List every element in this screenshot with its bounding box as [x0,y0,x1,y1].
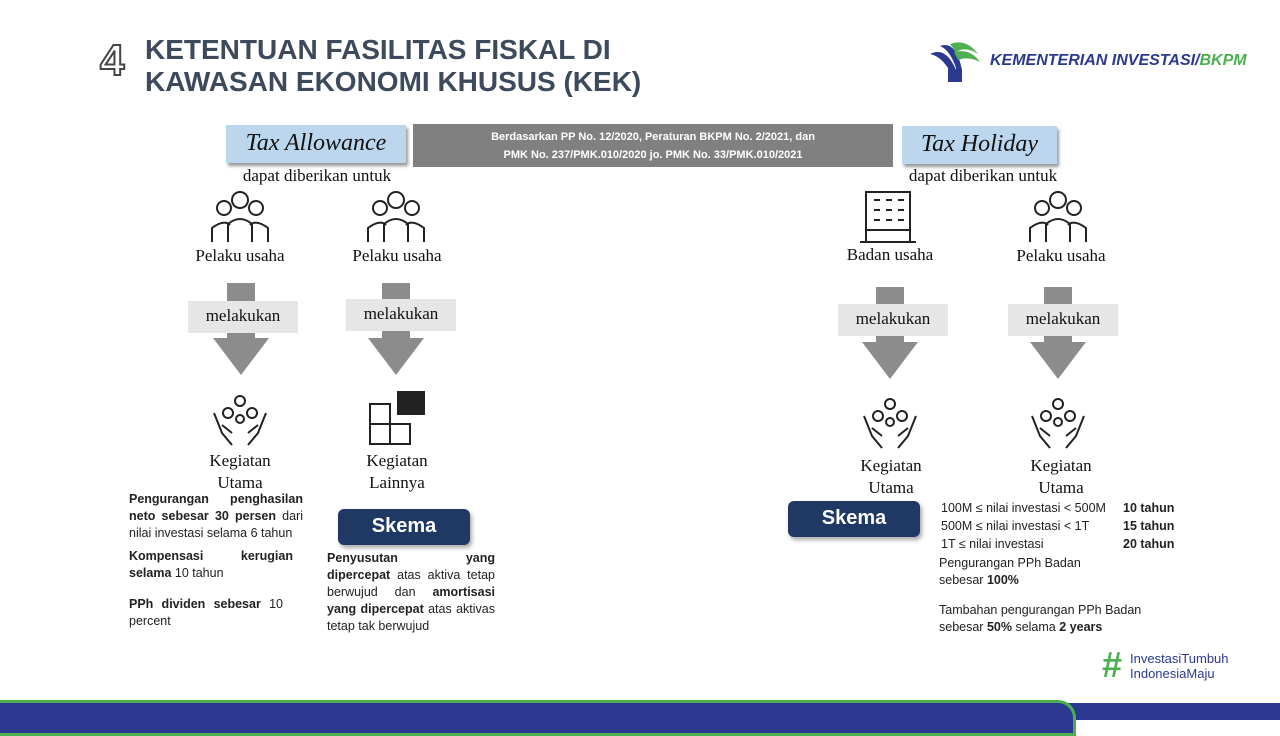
benefit-text: 10 percent [129,597,283,628]
tier-range: 100M ≤ nilai investasi < 500M [941,501,1106,515]
tier-range: 1T ≤ nilai investasi [941,537,1044,551]
other-activity-benefit: Penyusutan yang dipercepat atas aktiva t… [327,550,495,635]
benefit-bold: Pengurangan penghasilan neto sebesar 30 … [129,492,303,523]
tier-row: 100M ≤ nilai investasi < 500M 10 tahun [941,499,1174,517]
tax-holiday-tag: Tax Holiday [902,126,1057,164]
actor-label: Pelaku usaha [352,246,442,265]
activity-label: Kegiatan Utama [209,451,271,492]
puzzle-icon [369,391,425,445]
tier-row: 500M ≤ nilai investasi < 1T 15 tahun [941,517,1174,535]
action-label: melakukan [346,299,456,331]
actor-label: Pelaku usaha [195,246,285,265]
title-line-2: KAWASAN EKONOMI KHUSUS (KEK) [145,66,642,97]
actor-label: Badan usaha [846,245,934,264]
tier-row: 1T ≤ nilai investasi 20 tahun [941,535,1174,553]
investment-tiers: 100M ≤ nilai investasi < 500M 10 tahun 50… [941,499,1174,553]
activity-label: Kegiatan Lainnya [366,451,428,492]
actor-label: Pelaku usaha [1016,246,1106,265]
activity-label: Kegiatan Utama [860,456,922,497]
benefit-text: atas aktiva tetap berwujud dan [327,568,495,599]
additional-reduction-text: Tambahan pengurangan PPh Badan sebesar 5… [939,602,1159,636]
logo-main: KEMENTERIAN INVESTASI/ [990,52,1200,69]
hashtag-line-1: InvestasiTumbuh [1130,651,1229,666]
legal-basis: Berdasarkan PP No. 12/2020, Peraturan BK… [413,124,893,167]
tax-holiday-subtitle: dapat diberikan untuk [908,166,1058,185]
ministry-logo-text: KEMENTERIAN INVESTASI/BKPM [990,52,1247,70]
additional-mid: selama [1011,620,1060,634]
people-icon [367,191,425,242]
hashtag-icon: # [1102,644,1123,685]
benefit-bold: PPh dividen sebesar [129,597,261,611]
activity-hands-icon [213,395,267,446]
additional-label: Tambahan pengurangan PPh Badan sebesar [939,603,1142,634]
tier-range: 500M ≤ nilai investasi < 1T [941,519,1090,533]
people-icon [1029,191,1087,242]
basis-line-2: PMK No. 237/PMK.010/2020 jo. PMK No. 33/… [503,149,803,161]
reduction-value: 100% [986,573,1019,587]
basis-line-1: Berdasarkan PP No. 12/2020, Peraturan BK… [491,131,815,143]
people-icon [211,191,269,242]
tax-allowance-subtitle: dapat diberikan untuk [242,166,392,185]
additional-percent: 50% [986,620,1012,634]
benefit-loss-compensation: Kompensasi kerugian selama 10 tahun [129,548,293,582]
hashtag-line-2: IndonesiaMaju [1130,666,1215,681]
reduction-text: Pengurangan PPh Badan sebesar 100% [939,555,1089,589]
activity-label: Kegiatan Utama [1030,456,1092,497]
tier-period: 15 tahun [1123,519,1175,533]
tier-period: 10 tahun [1123,501,1175,515]
benefit-bold: Penyusutan yang dipercepat [327,551,495,582]
benefit-bold: Kompensasi kerugian selama [129,549,293,580]
slide-number: 4 [99,35,126,86]
reduction-label: Pengurangan PPh Badan sebesar [939,556,1081,587]
skema-button[interactable]: Skema [788,501,920,537]
benefit-text: 10 tahun [171,566,224,580]
benefit-dividend: PPh dividen sebesar 10 percent [129,596,283,630]
tier-period: 20 tahun [1123,537,1175,551]
ministry-logo-icon [930,42,980,82]
skema-button[interactable]: Skema [338,509,470,545]
benefit-text: atas aktivas tetap tak berwujud [327,602,495,633]
logo-accent: BKPM [1199,52,1247,69]
action-label: melakukan [188,301,298,333]
additional-duration: 2 years [1059,620,1103,634]
footer-tab [0,700,1076,736]
benefit-net-income: Pengurangan penghasilan neto sebesar 30 … [129,491,303,542]
title-line-1: KETENTUAN FASILITAS FISKAL DI [145,34,611,65]
benefit-text: dari nilai investasi selama 6 tahun [129,509,303,540]
action-label: melakukan [838,304,948,336]
building-icon [860,191,916,243]
benefit-bold: amortisasi yang dipercepat [327,585,495,616]
action-label: melakukan [1008,304,1118,336]
tax-allowance-tag: Tax Allowance [226,125,406,163]
activity-hands-icon [1031,398,1085,449]
activity-hands-icon [863,398,917,449]
